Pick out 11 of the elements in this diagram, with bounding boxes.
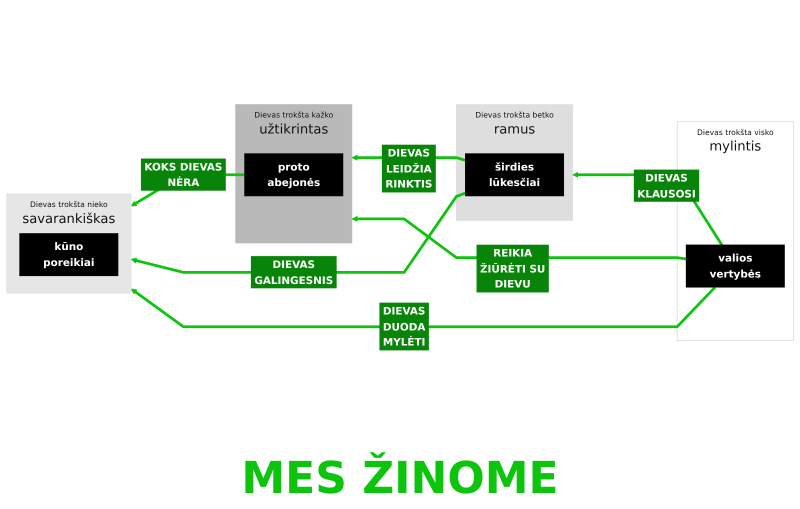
- node-box: valios vertybės: [686, 244, 785, 288]
- node-box: širdies lūkesčiai: [465, 153, 564, 196]
- headline-text: MES ŽINOME: [241, 454, 559, 503]
- edge-label: DIEVAS LEIDŽIA RINKTIS: [385, 146, 432, 190]
- node-box: proto abejonės: [244, 153, 344, 196]
- edge-label: DIEVAS DUODA MYLĖTI: [382, 304, 426, 348]
- edge-label: REIKIA ŽIŪRĖTI SU DIEVU: [480, 246, 546, 290]
- node-box: kūno poreikiai: [19, 233, 118, 276]
- arrow: [130, 286, 716, 328]
- edge-label: KOKS DIEVAS NĖRA: [144, 160, 222, 189]
- edge-label: DIEVAS GALINGESNIS: [254, 258, 334, 286]
